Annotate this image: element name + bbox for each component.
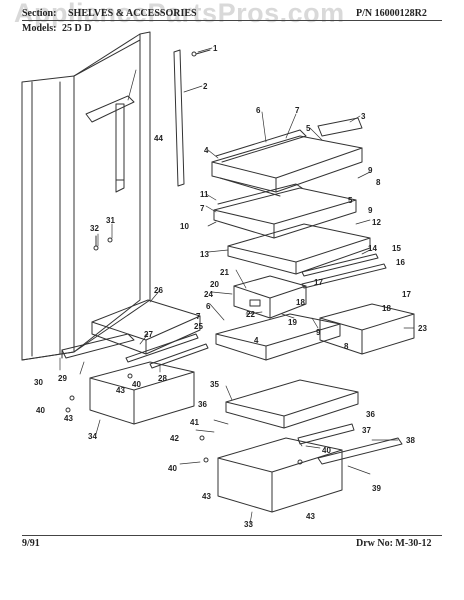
pan-rails xyxy=(125,333,209,369)
part-2-strip xyxy=(173,49,185,187)
lower-glass-shelf xyxy=(215,313,341,361)
callout-9b: 9 xyxy=(368,206,373,215)
callout-7a: 7 xyxy=(295,106,300,115)
part-3-trim xyxy=(317,117,363,137)
meat-drawer xyxy=(233,275,307,319)
callout-44: 44 xyxy=(154,134,163,143)
callout-39: 39 xyxy=(372,484,381,493)
part-number: P/N 16000128R2 xyxy=(356,8,427,19)
callout-35: 35 xyxy=(210,380,219,389)
callout-2: 2 xyxy=(203,82,208,91)
header-rule xyxy=(22,20,442,21)
models-label: Models: xyxy=(22,23,57,34)
screws xyxy=(65,373,303,465)
callout-11: 11 xyxy=(200,190,209,199)
crisper-cover xyxy=(227,223,371,275)
callout-26: 26 xyxy=(154,286,163,295)
callout-19: 19 xyxy=(288,318,297,327)
callout-20: 20 xyxy=(210,280,219,289)
callout-24: 24 xyxy=(204,290,213,299)
callout-34: 34 xyxy=(88,432,97,441)
bracket-37 xyxy=(297,423,355,445)
callout-37: 37 xyxy=(362,426,371,435)
callout-13: 13 xyxy=(200,250,209,259)
footer-rule xyxy=(22,535,442,536)
part-31-32-hardware xyxy=(93,235,113,251)
models-value: 25 D D xyxy=(62,23,92,34)
bin-34 xyxy=(89,361,195,425)
callout-8b: 8 xyxy=(344,342,349,351)
callout-43d: 43 xyxy=(306,512,315,521)
callout-36b: 36 xyxy=(366,410,375,419)
callout-27: 27 xyxy=(144,330,153,339)
callout-42: 42 xyxy=(170,434,179,443)
callout-5a: 5 xyxy=(306,124,311,133)
callout-40c: 40 xyxy=(322,446,331,455)
callout-23: 23 xyxy=(418,324,427,333)
callout-9c: 9 xyxy=(316,328,321,337)
upper-glass-shelf xyxy=(211,129,363,197)
front-bar xyxy=(61,333,135,359)
callout-12: 12 xyxy=(372,218,381,227)
callout-10: 10 xyxy=(180,222,189,231)
callout-4a: 4 xyxy=(204,146,209,155)
middle-glass-shelf xyxy=(213,183,357,239)
callout-43c: 43 xyxy=(202,492,211,501)
callout-3: 3 xyxy=(361,112,366,121)
callout-16: 16 xyxy=(396,258,405,267)
shelf-35 xyxy=(225,379,359,429)
footer-date: 9/91 xyxy=(22,538,40,549)
callout-7b: 7 xyxy=(200,204,205,213)
callout-40b: 40 xyxy=(36,406,45,415)
callout-15: 15 xyxy=(392,244,401,253)
section-label: Section: xyxy=(22,8,57,19)
pan-26 xyxy=(91,299,201,355)
callout-22: 22 xyxy=(246,310,255,319)
callout-17a: 17 xyxy=(314,278,323,287)
callout-6b: 6 xyxy=(206,302,211,311)
callout-28: 28 xyxy=(158,374,167,383)
callout-17b: 17 xyxy=(402,290,411,299)
callout-5b: 5 xyxy=(348,196,353,205)
callout-29: 29 xyxy=(58,374,67,383)
rail-38-39 xyxy=(317,437,403,465)
callout-40a: 40 xyxy=(132,380,141,389)
part-1-screw xyxy=(191,49,211,57)
callout-6a: 6 xyxy=(256,106,261,115)
callout-18a: 18 xyxy=(296,298,305,307)
section-title: SHELVES & ACCESSORIES xyxy=(68,8,197,19)
callout-25: 25 xyxy=(194,322,203,331)
callout-14: 14 xyxy=(368,244,377,253)
callout-21: 21 xyxy=(220,268,229,277)
callout-36a: 36 xyxy=(198,400,207,409)
callout-38: 38 xyxy=(406,436,415,445)
drawing-number: Drw No: M-30-12 xyxy=(356,538,432,549)
callout-41: 41 xyxy=(190,418,199,427)
part-44-rail xyxy=(85,95,135,193)
cabinet-liner xyxy=(21,31,151,361)
callout-7c: 7 xyxy=(196,312,201,321)
callout-30: 30 xyxy=(34,378,43,387)
callout-4b: 4 xyxy=(254,336,259,345)
callout-1: 1 xyxy=(213,44,218,53)
drawer-23 xyxy=(319,303,415,355)
callout-32: 32 xyxy=(90,224,99,233)
leader-lines xyxy=(59,47,415,525)
callout-40d: 40 xyxy=(168,464,177,473)
drawer-33 xyxy=(217,437,343,513)
callout-31: 31 xyxy=(106,216,115,225)
callout-33: 33 xyxy=(244,520,253,529)
callout-8a: 8 xyxy=(376,178,381,187)
callout-43a: 43 xyxy=(116,386,125,395)
callout-18b: 18 xyxy=(382,304,391,313)
callout-43b: 43 xyxy=(64,414,73,423)
callout-9a: 9 xyxy=(368,166,373,175)
